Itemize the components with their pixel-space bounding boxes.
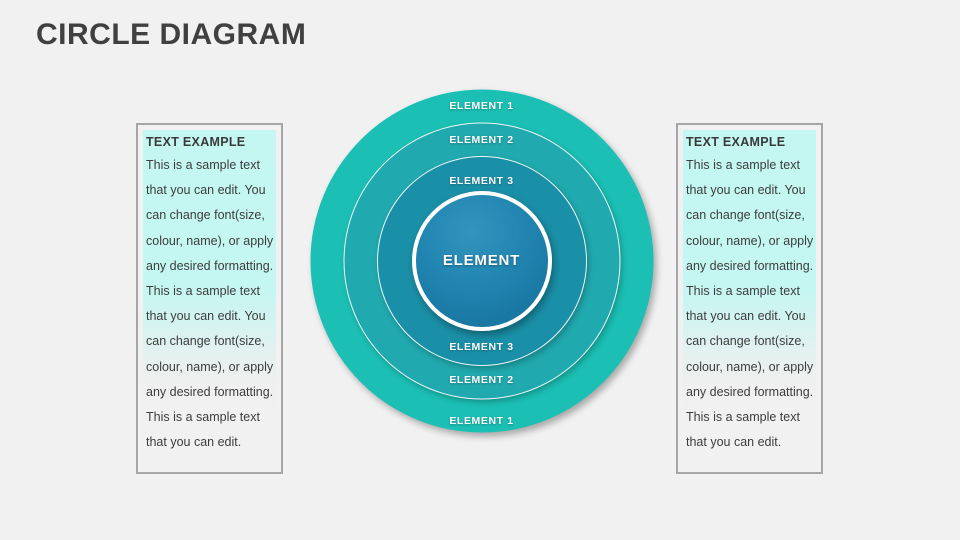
center-circle-label: ELEMENT bbox=[442, 252, 521, 269]
text-box-right-content: TEXT EXAMPLE This is a sample text that … bbox=[684, 134, 816, 455]
ring-label-top-element-3: ELEMENT 3 bbox=[449, 175, 514, 187]
ring-label-bottom-element-3: ELEMENT 3 bbox=[449, 341, 514, 353]
circle-diagram: ELEMENT ELEMENT 1 ELEMENT 2 ELEMENT 3 EL… bbox=[310, 89, 653, 432]
text-box-left-inner: TEXT EXAMPLE This is a sample text that … bbox=[138, 125, 281, 472]
ring-label-top-element-2: ELEMENT 2 bbox=[449, 134, 514, 146]
text-box-right-inner: TEXT EXAMPLE This is a sample text that … bbox=[678, 125, 821, 472]
text-box-left-heading: TEXT EXAMPLE bbox=[146, 135, 246, 149]
ring-label-bottom-element-2: ELEMENT 2 bbox=[449, 374, 514, 386]
ring-label-top-element-1: ELEMENT 1 bbox=[449, 100, 514, 112]
text-box-right-heading: TEXT EXAMPLE bbox=[686, 135, 786, 149]
text-box-left-content: TEXT EXAMPLE This is a sample text that … bbox=[144, 134, 276, 455]
text-box-right[interactable]: TEXT EXAMPLE This is a sample text that … bbox=[676, 123, 823, 474]
text-box-left-body: This is a sample text that you can edit.… bbox=[146, 158, 274, 450]
page-title: CIRCLE DIAGRAM bbox=[36, 18, 307, 51]
center-circle-element[interactable]: ELEMENT bbox=[411, 190, 552, 331]
ring-label-bottom-element-1: ELEMENT 1 bbox=[449, 415, 514, 427]
text-box-right-body: This is a sample text that you can edit.… bbox=[686, 158, 814, 450]
text-box-left[interactable]: TEXT EXAMPLE This is a sample text that … bbox=[136, 123, 283, 474]
